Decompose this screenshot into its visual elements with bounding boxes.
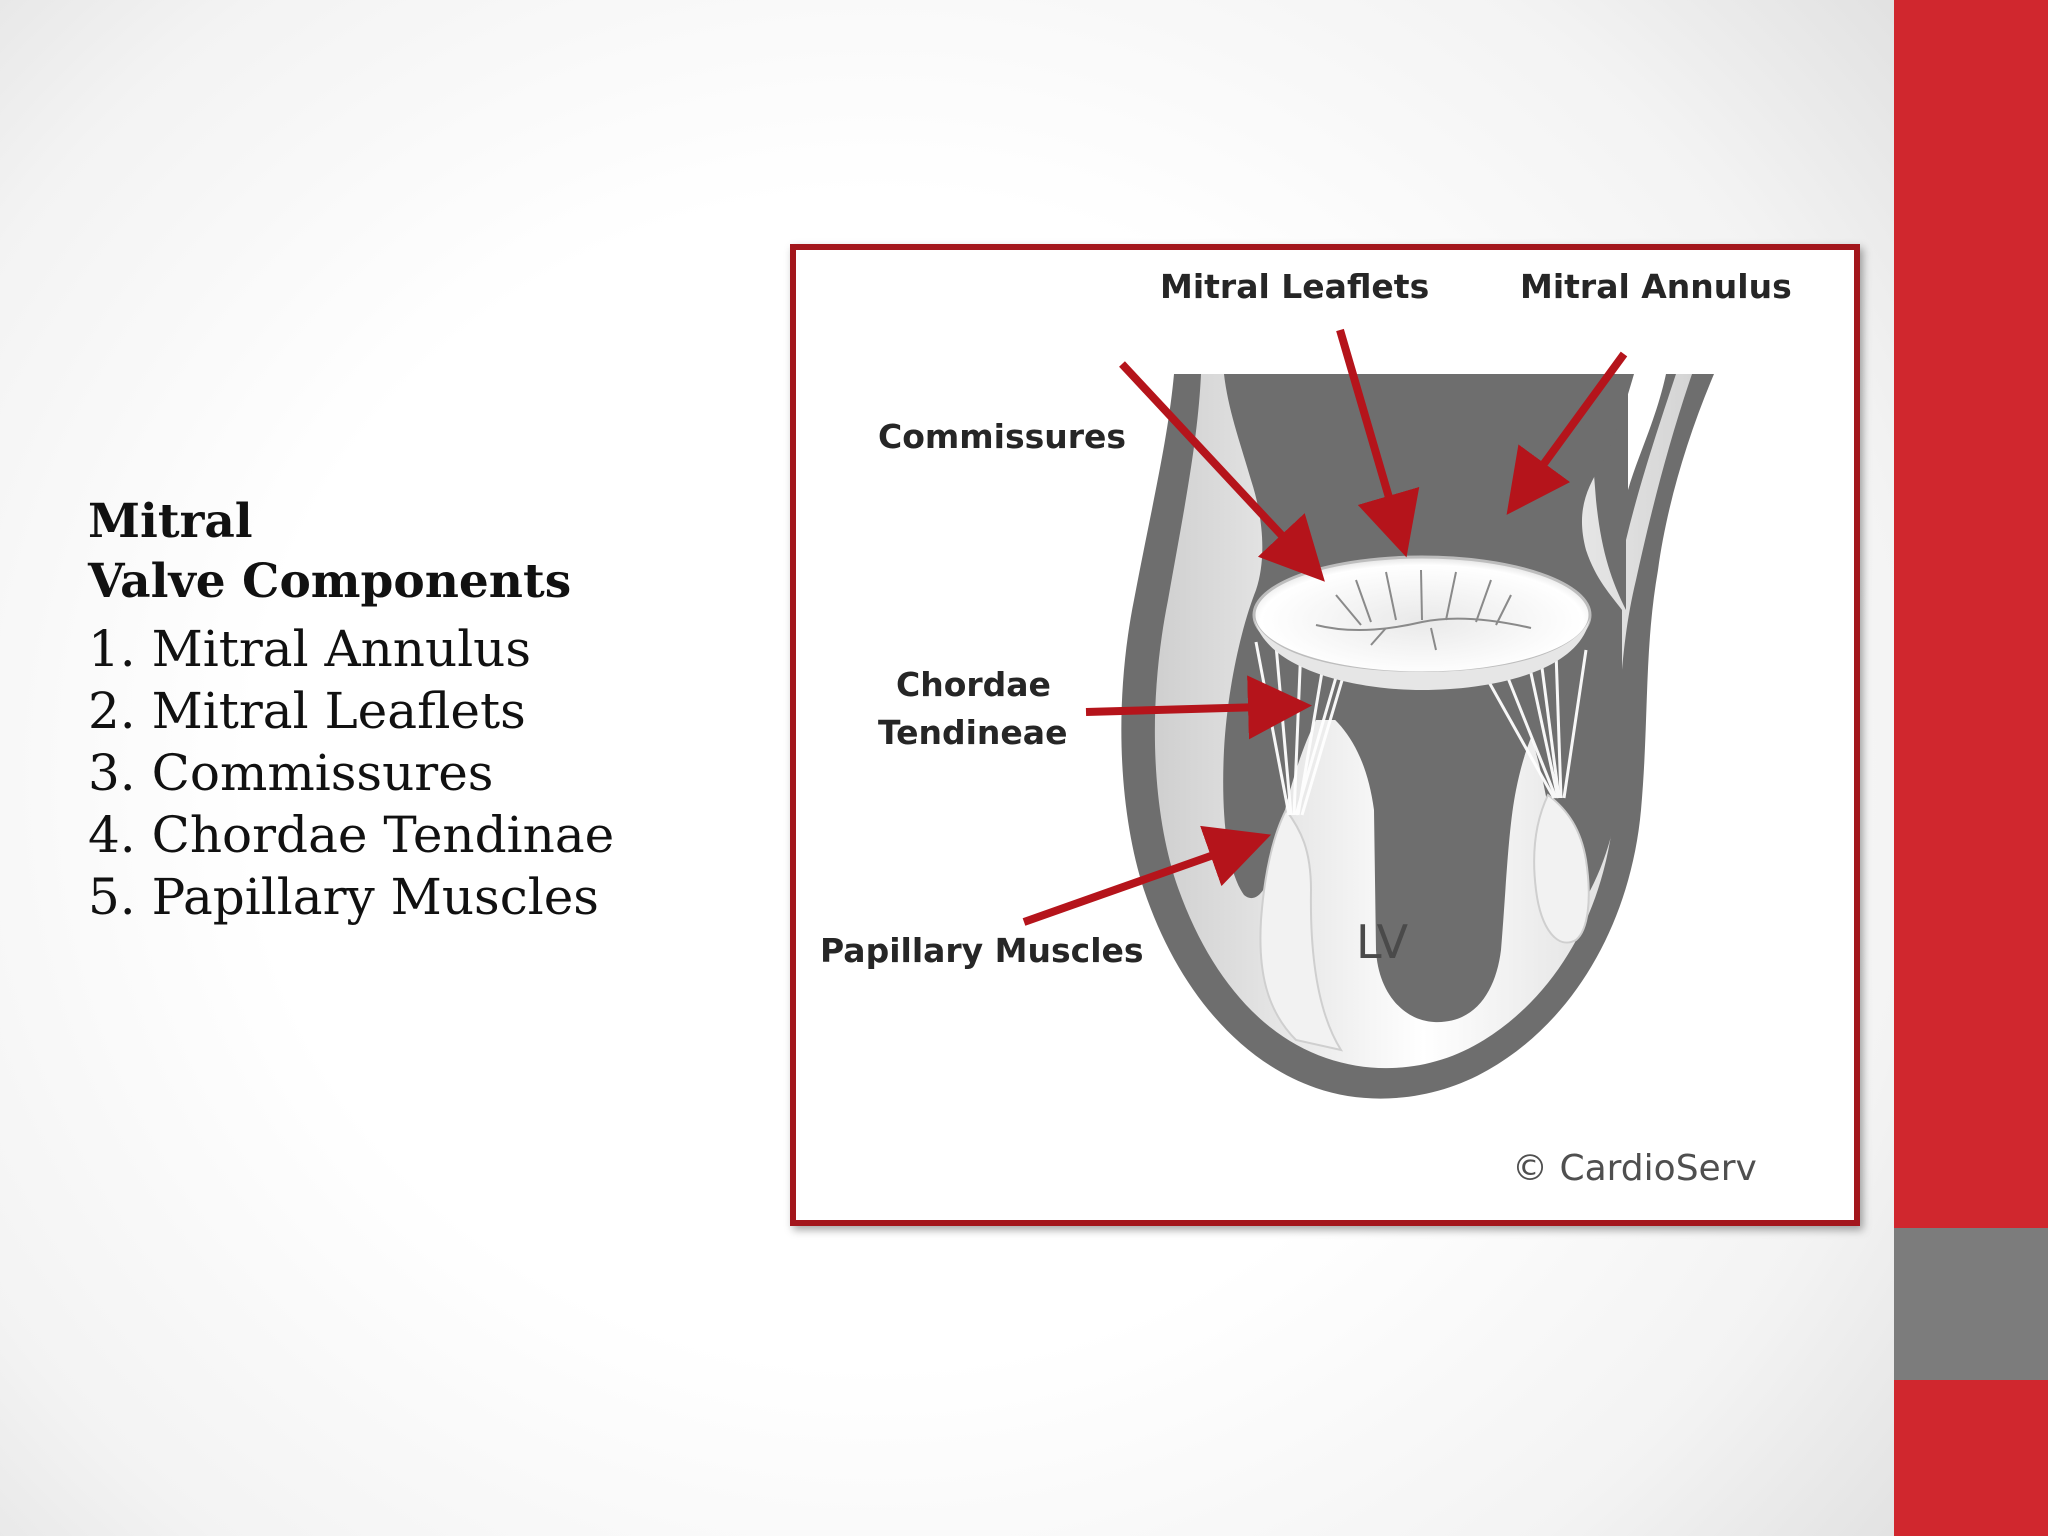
slide-title-line-1: Mitral xyxy=(88,492,614,552)
label-mitral-leaflets: Mitral Leaflets xyxy=(1160,267,1429,306)
copyright-text: © CardioServ xyxy=(1512,1148,1757,1189)
list-item: 4. Chordae Tendinae xyxy=(88,804,614,866)
list-item: 5. Papillary Muscles xyxy=(88,866,614,928)
slide-title: Mitral Valve Components xyxy=(88,492,614,612)
list-item: 3. Commissures xyxy=(88,742,614,804)
label-mitral-annulus: Mitral Annulus xyxy=(1520,267,1792,306)
label-lv: LV xyxy=(1356,915,1409,969)
slide-text-block: Mitral Valve Components 1. Mitral Annulu… xyxy=(88,492,614,928)
heart-diagram: Mitral Leaflets Mitral Annulus Commissur… xyxy=(796,250,1854,1220)
sidebar-bar-top xyxy=(1894,0,2048,1228)
component-list: 1. Mitral Annulus 2. Mitral Leaflets 3. … xyxy=(88,618,614,928)
mitral-valve-figure: Mitral Leaflets Mitral Annulus Commissur… xyxy=(790,244,1860,1226)
slide-title-line-2: Valve Components xyxy=(88,552,614,612)
list-item: 1. Mitral Annulus xyxy=(88,618,614,680)
label-commissures: Commissures xyxy=(878,417,1126,456)
sidebar-decoration xyxy=(1894,0,2048,1536)
label-chordae-line-2: Tendineae xyxy=(878,713,1067,752)
sidebar-bar-bottom xyxy=(1894,1380,2048,1536)
label-papillary-muscles: Papillary Muscles xyxy=(820,931,1144,970)
label-chordae-line-1: Chordae xyxy=(896,665,1051,704)
sidebar-bar-middle xyxy=(1894,1228,2048,1380)
list-item: 2. Mitral Leaflets xyxy=(88,680,614,742)
